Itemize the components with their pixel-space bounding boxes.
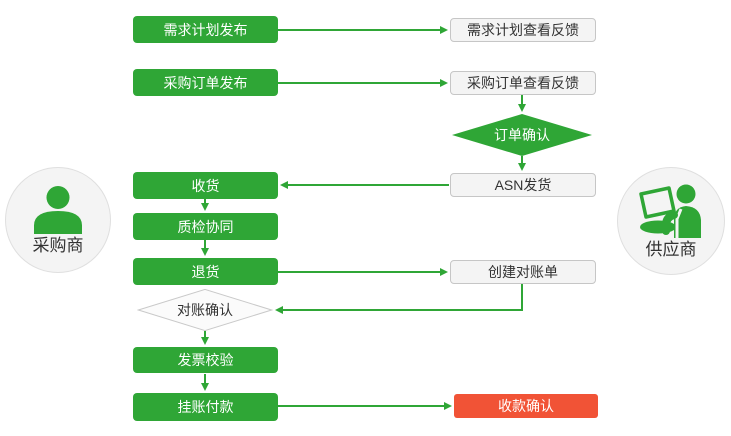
- node-invoice-verification: 发票校验: [133, 347, 278, 373]
- node-receive-goods: 收货: [133, 172, 278, 199]
- node-purchase-order-publish: 采购订单发布: [133, 69, 278, 96]
- buyer-person-icon: [34, 186, 82, 234]
- decision-label: 对账确认: [177, 302, 233, 318]
- supplier-laptop-icon: [639, 184, 701, 238]
- actor-buyer: 采购商: [5, 167, 111, 273]
- node-asn-shipment: ASN发货: [450, 173, 596, 197]
- node-payment-on-account: 挂账付款: [133, 393, 278, 421]
- node-receipt-confirmation: 收款确认: [454, 394, 598, 418]
- decision-label: 订单确认: [494, 127, 550, 143]
- node-return-goods: 退货: [133, 258, 278, 285]
- node-reconciliation-confirmation-decision: 对账确认: [137, 289, 273, 331]
- node-order-confirmation-decision: 订单确认: [452, 114, 592, 156]
- buyer-label: 采购商: [32, 236, 84, 255]
- diamond-shape: [137, 289, 273, 331]
- actor-supplier: 供应商: [617, 167, 725, 275]
- diamond-shape: [452, 114, 592, 156]
- node-demand-plan-publish: 需求计划发布: [133, 16, 278, 43]
- supplier-label: 供应商: [645, 240, 697, 259]
- node-quality-inspection: 质检协同: [133, 213, 278, 240]
- node-create-statement: 创建对账单: [450, 260, 596, 284]
- node-purchase-order-feedback: 采购订单查看反馈: [450, 71, 596, 95]
- node-demand-plan-feedback: 需求计划查看反馈: [450, 18, 596, 42]
